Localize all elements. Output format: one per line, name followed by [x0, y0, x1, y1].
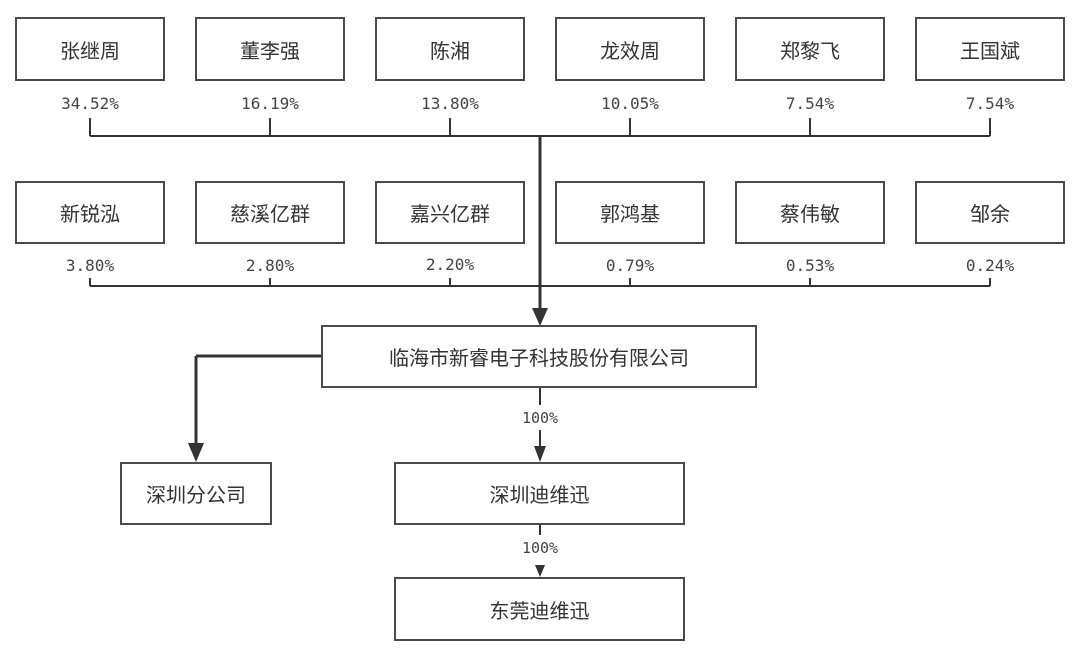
shareholder-box-chen-xiang: 陈湘: [375, 17, 525, 81]
shareholder-box-zou-yu: 邹余: [915, 181, 1065, 244]
share-pct-label: 34.52%: [61, 94, 119, 113]
shareholder-box-jiaxing-yiqun: 嘉兴亿群: [375, 181, 525, 244]
sub-subsidiary-box: 东莞迪维迅: [394, 577, 685, 641]
share-pct-label: 3.80%: [65, 256, 115, 275]
subsidiary-box: 深圳迪维迅: [394, 462, 685, 525]
shareholder-box-dong-liqiang: 董李强: [195, 17, 345, 81]
share-pct-label: 13.80%: [421, 94, 479, 113]
subsidiary-pct-label: 100%: [521, 409, 559, 427]
company-box: 临海市新睿电子科技股份有限公司: [321, 325, 757, 388]
share-pct-label: 0.79%: [605, 256, 655, 275]
share-pct-label: 0.24%: [965, 256, 1015, 275]
shareholder-box-long-xiaozhou: 龙效周: [555, 17, 705, 81]
sub-subsidiary-pct-label: 100%: [521, 539, 559, 557]
branch-box: 深圳分公司: [120, 462, 272, 525]
shareholder-box-guo-hongji: 郭鸿基: [555, 181, 705, 244]
share-pct-label: 7.54%: [785, 94, 835, 113]
shareholder-box-wang-guobin: 王国斌: [915, 17, 1065, 81]
shareholder-box-cai-weimin: 蔡伟敏: [735, 181, 885, 244]
shareholder-box-xinruihong: 新锐泓: [15, 181, 165, 244]
share-pct-label: 2.80%: [245, 256, 295, 275]
share-pct-label: 0.53%: [785, 256, 835, 275]
shareholder-box-zheng-lifei: 郑黎飞: [735, 17, 885, 81]
share-pct-label: 10.05%: [601, 94, 659, 113]
share-pct-label: 2.20%: [425, 255, 475, 274]
share-pct-label: 7.54%: [965, 94, 1015, 113]
shareholder-box-zhang-jizhou: 张继周: [15, 17, 165, 81]
shareholder-box-cixi-yiqun: 慈溪亿群: [195, 181, 345, 244]
share-pct-label: 16.19%: [241, 94, 299, 113]
